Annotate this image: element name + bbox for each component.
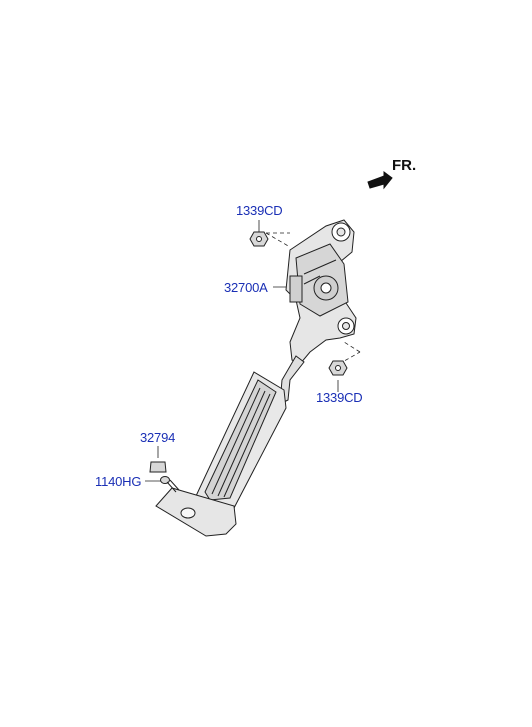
pedal-module-part[interactable] bbox=[279, 219, 357, 405]
front-direction-label: FR. bbox=[392, 157, 417, 174]
label-bolt[interactable]: 1140HG bbox=[95, 474, 142, 489]
nut-top-part[interactable] bbox=[249, 231, 269, 247]
label-nut-bottom[interactable]: 1339CD bbox=[316, 390, 363, 405]
label-nut-top[interactable]: 1339CD bbox=[236, 203, 283, 218]
stopper-part[interactable] bbox=[149, 461, 167, 473]
front-direction-arrow-icon bbox=[367, 171, 393, 190]
leader-lines bbox=[145, 220, 361, 482]
pedal-pad-part[interactable] bbox=[195, 371, 287, 513]
label-pedal-module[interactable]: 32700A bbox=[224, 280, 268, 295]
label-stopper[interactable]: 32794 bbox=[140, 430, 176, 445]
nut-bottom-part[interactable] bbox=[328, 360, 348, 376]
bolt-part[interactable] bbox=[160, 476, 180, 493]
